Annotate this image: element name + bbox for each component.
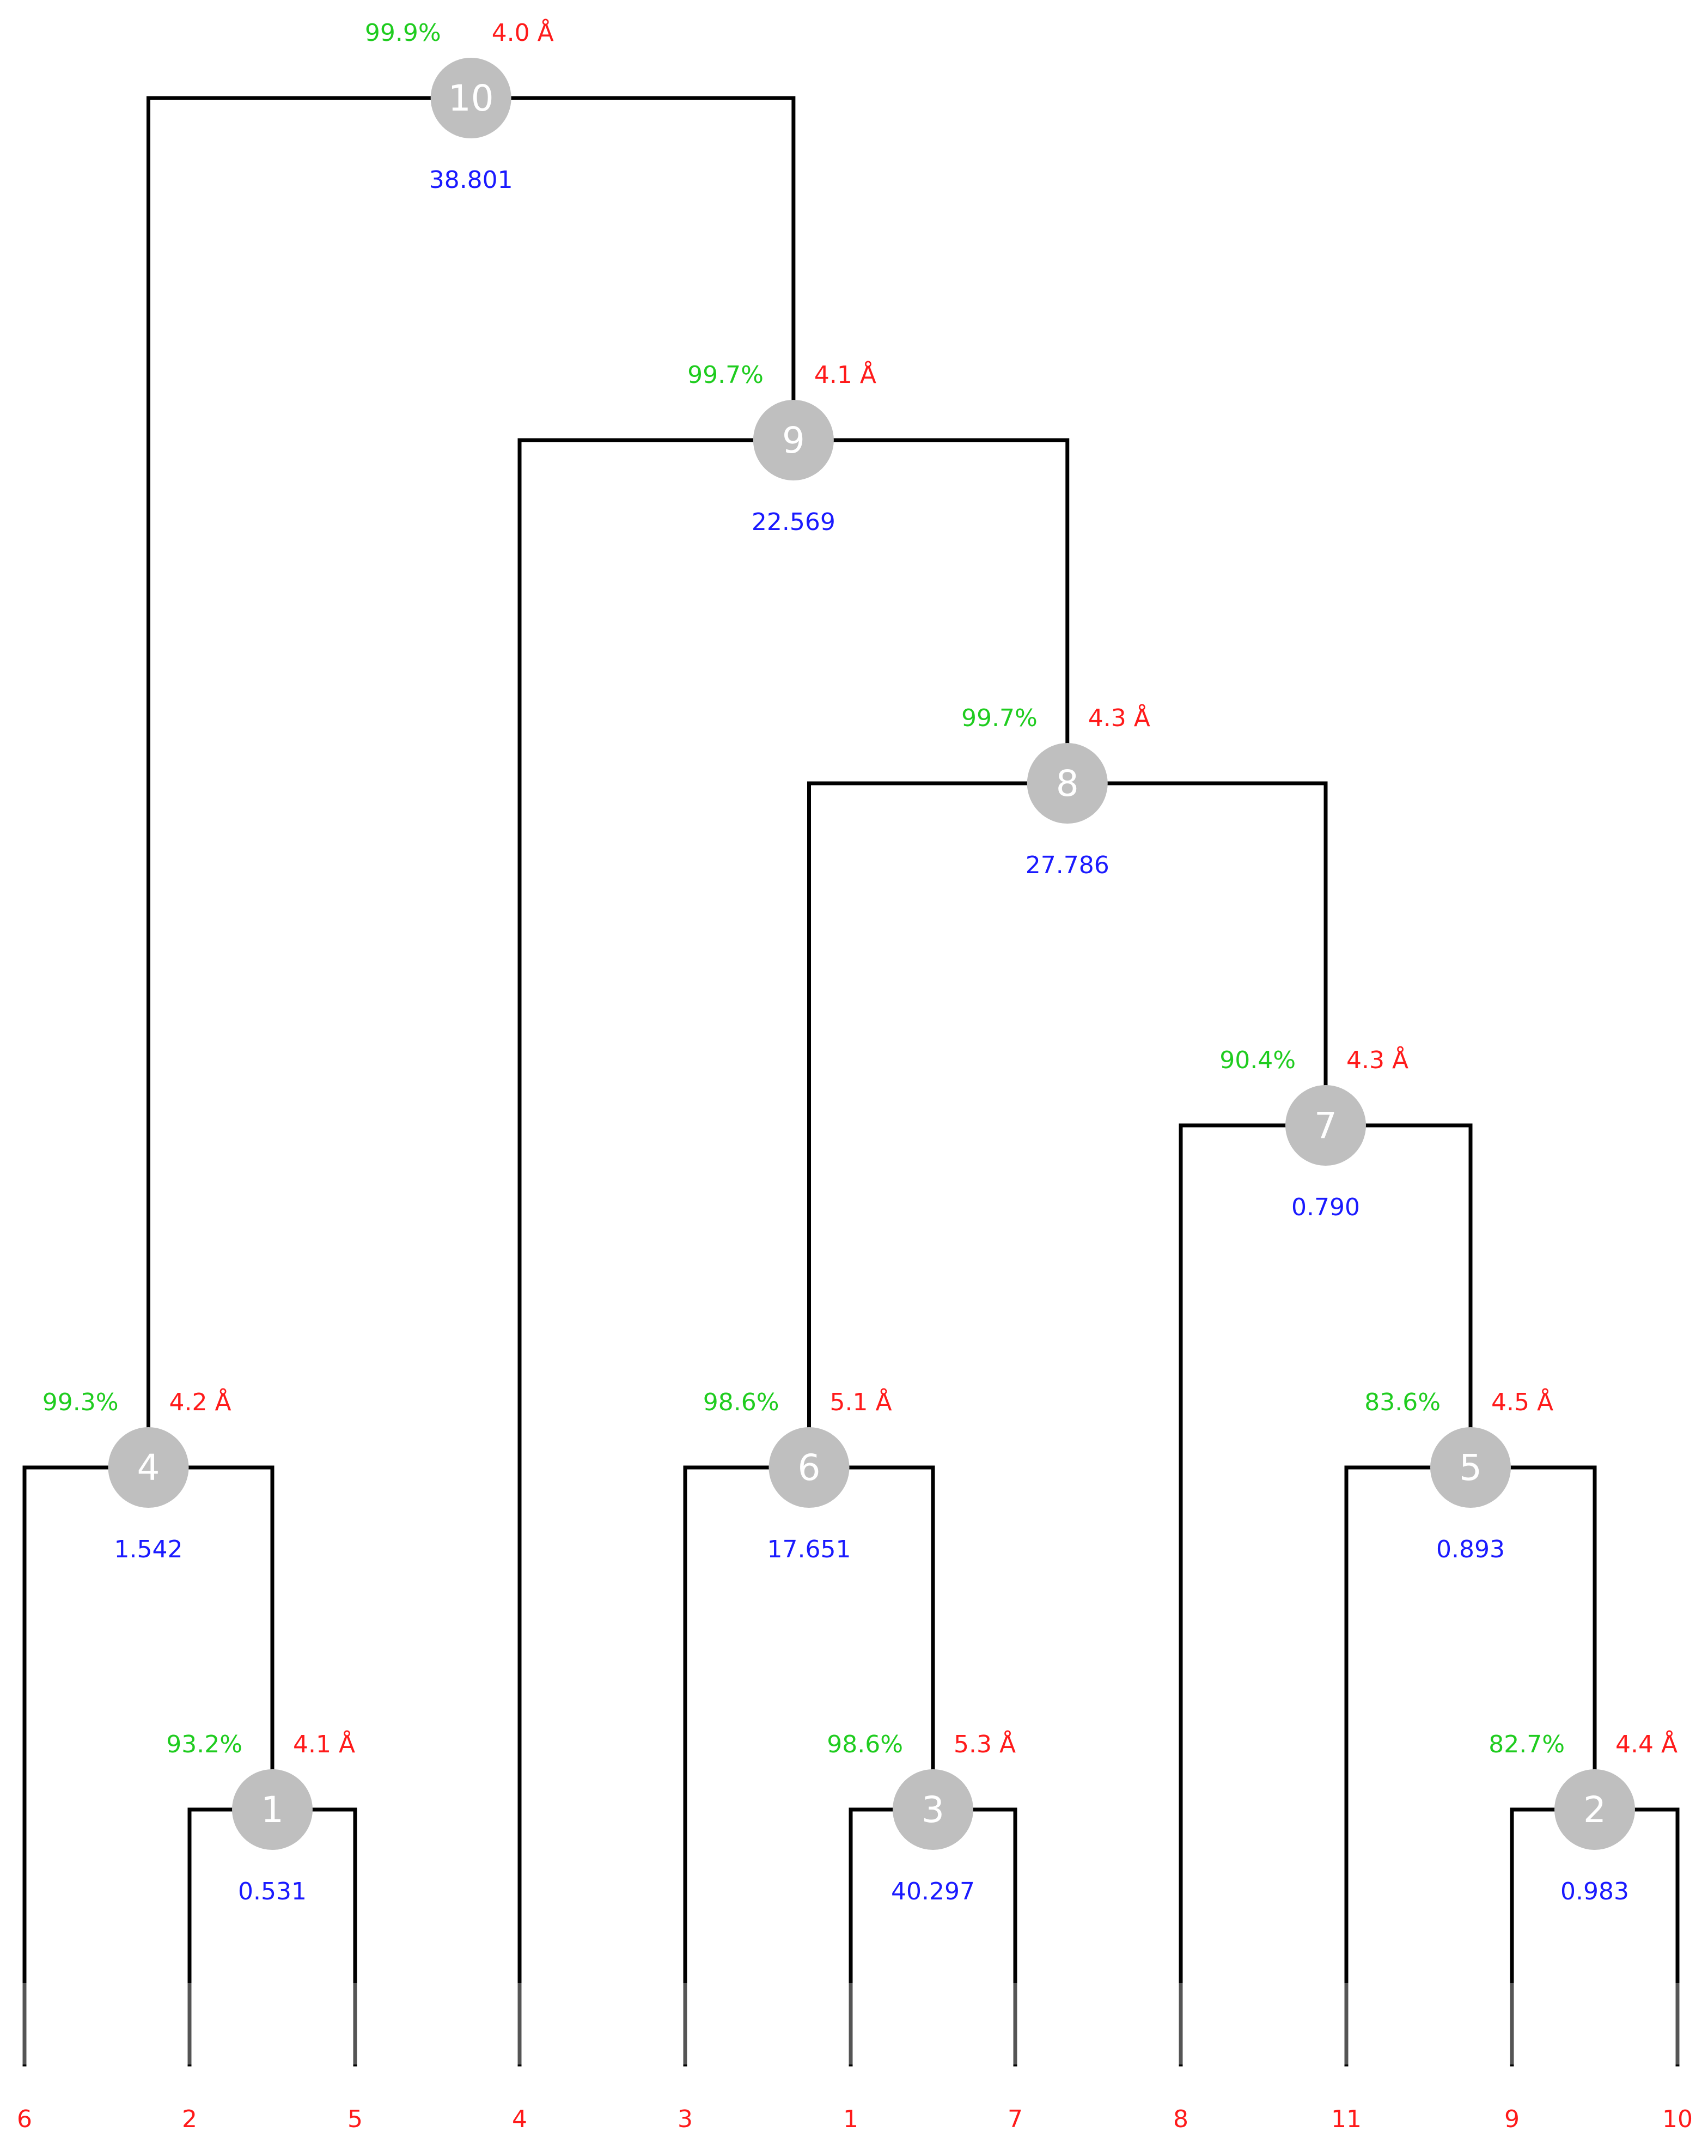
node-percent-label: 82.7%: [1489, 1731, 1565, 1758]
leaf-label-9: 9: [1504, 2105, 1520, 2133]
branch-node-7: [1179, 1123, 1473, 2067]
dendrogram-nodes: 10 99.9% 4.0 Å 38.801 9 99.7% 4.1 Å 22.569 8 99.7…: [42, 18, 1677, 1905]
node-distance-label: 4.3 Å: [1088, 703, 1150, 732]
branch-node-9: [517, 438, 1070, 2067]
node-circle: [1430, 1427, 1511, 1508]
branch-node-10: [147, 96, 796, 1470]
node-id-label: 5: [1459, 1447, 1482, 1489]
node-id-label: 3: [922, 1789, 944, 1831]
node-distance-label: 4.4 Å: [1615, 1729, 1677, 1758]
node-circle: [753, 400, 834, 480]
node-distance-label: 5.3 Å: [954, 1729, 1016, 1758]
node-circle: [768, 1427, 850, 1508]
node-score-label: 17.651: [767, 1536, 851, 1563]
node-percent-label: 99.3%: [42, 1388, 119, 1416]
cluster-node-10[interactable]: 10 99.9% 4.0 Å 38.801: [365, 18, 554, 194]
leaf-label-1: 1: [843, 2105, 858, 2133]
node-distance-label: 4.5 Å: [1491, 1387, 1553, 1416]
leaf-label-6: 6: [17, 2105, 32, 2133]
node-percent-label: 99.7%: [961, 704, 1038, 732]
leaf-label-7: 7: [1008, 2105, 1023, 2133]
cluster-node-1[interactable]: 1 93.2% 4.1 Å 0.531: [166, 1729, 355, 1905]
leaf-label-4: 4: [512, 2105, 527, 2133]
node-circle: [232, 1769, 313, 1850]
node-score-label: 1.542: [114, 1536, 183, 1563]
node-score-label: 0.893: [1436, 1536, 1505, 1563]
node-percent-label: 99.9%: [365, 19, 441, 47]
node-circle: [430, 58, 511, 138]
cluster-node-8[interactable]: 8 99.7% 4.3 Å 27.786: [961, 703, 1150, 879]
cluster-node-7[interactable]: 7 90.4% 4.3 Å 0.790: [1219, 1045, 1408, 1221]
node-id-label: 9: [782, 419, 805, 461]
node-id-label: 8: [1056, 763, 1079, 805]
cluster-node-5[interactable]: 5 83.6% 4.5 Å 0.893: [1364, 1387, 1553, 1563]
node-distance-label: 5.1 Å: [830, 1387, 892, 1416]
node-score-label: 38.801: [429, 166, 513, 194]
node-distance-label: 4.1 Å: [293, 1729, 355, 1758]
node-id-label: 10: [448, 77, 494, 119]
node-distance-label: 4.2 Å: [169, 1387, 231, 1416]
node-percent-label: 83.6%: [1364, 1388, 1441, 1416]
node-circle: [1027, 743, 1108, 824]
node-circle: [893, 1769, 973, 1850]
cluster-node-2[interactable]: 2 82.7% 4.4 Å 0.983: [1489, 1729, 1677, 1905]
node-distance-label: 4.1 Å: [814, 360, 876, 389]
node-percent-label: 99.7%: [687, 361, 764, 389]
leaf-label-5: 5: [347, 2105, 363, 2133]
cluster-node-4[interactable]: 4 99.3% 4.2 Å 1.542: [42, 1387, 231, 1563]
node-id-label: 6: [798, 1447, 821, 1489]
node-score-label: 27.786: [1026, 851, 1109, 879]
leaf-label-8: 8: [1173, 2105, 1188, 2133]
node-id-label: 4: [137, 1447, 160, 1489]
node-distance-label: 4.3 Å: [1346, 1045, 1408, 1074]
node-circle: [108, 1427, 189, 1508]
node-id-label: 2: [1583, 1789, 1606, 1831]
node-distance-label: 4.0 Å: [492, 18, 554, 47]
node-id-label: 1: [261, 1789, 284, 1831]
node-circle: [1285, 1085, 1366, 1166]
cluster-node-9[interactable]: 9 99.7% 4.1 Å 22.569: [687, 360, 876, 536]
cluster-node-6[interactable]: 6 98.6% 5.1 Å 17.651: [703, 1387, 892, 1563]
node-id-label: 7: [1314, 1105, 1337, 1147]
leaf-label-2: 2: [182, 2105, 197, 2133]
node-percent-label: 93.2%: [166, 1731, 242, 1758]
node-percent-label: 98.6%: [703, 1388, 779, 1416]
node-score-label: 22.569: [752, 508, 835, 536]
node-circle: [1554, 1769, 1635, 1850]
node-percent-label: 98.6%: [827, 1731, 903, 1758]
node-score-label: 40.297: [891, 1878, 975, 1905]
node-score-label: 0.983: [1560, 1878, 1629, 1905]
node-percent-label: 90.4%: [1219, 1046, 1296, 1074]
dendrogram-leaves: 6 2 5 4 3 1 7 8 11 9 10: [17, 1983, 1693, 2133]
leaf-label-10: 10: [1662, 2105, 1693, 2133]
cluster-node-3[interactable]: 3 98.6% 5.3 Å 40.297: [827, 1729, 1016, 1905]
node-score-label: 0.531: [238, 1878, 307, 1905]
leaf-label-3: 3: [678, 2105, 693, 2133]
leaf-label-11: 11: [1331, 2105, 1362, 2133]
node-score-label: 0.790: [1291, 1193, 1360, 1221]
